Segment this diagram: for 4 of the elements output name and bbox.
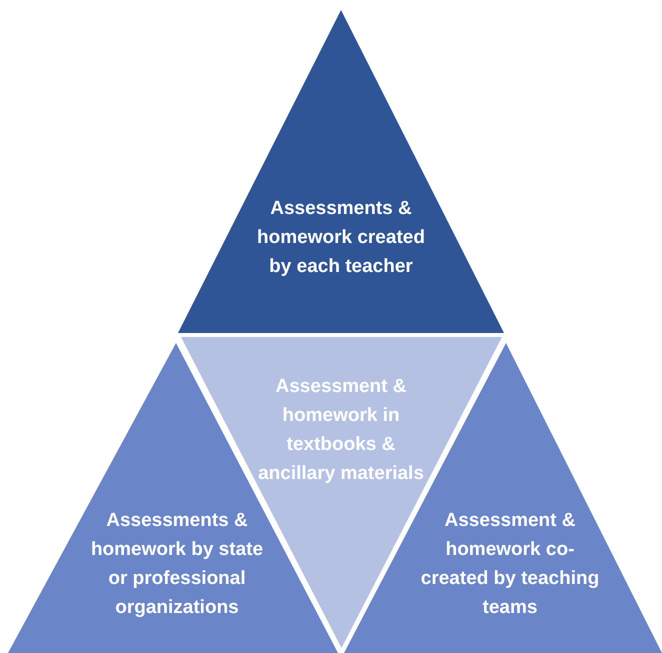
triangle-label: Assessments & homework by state or professional organizations	[90, 509, 264, 620]
triangle-label: Assessment & homework co-created by teaching teams	[420, 509, 600, 620]
triangle-label: Assessments & homework created by each teacher	[256, 197, 426, 279]
triangle-label: Assessment & homework in textbooks & ancillary materials	[257, 375, 425, 486]
